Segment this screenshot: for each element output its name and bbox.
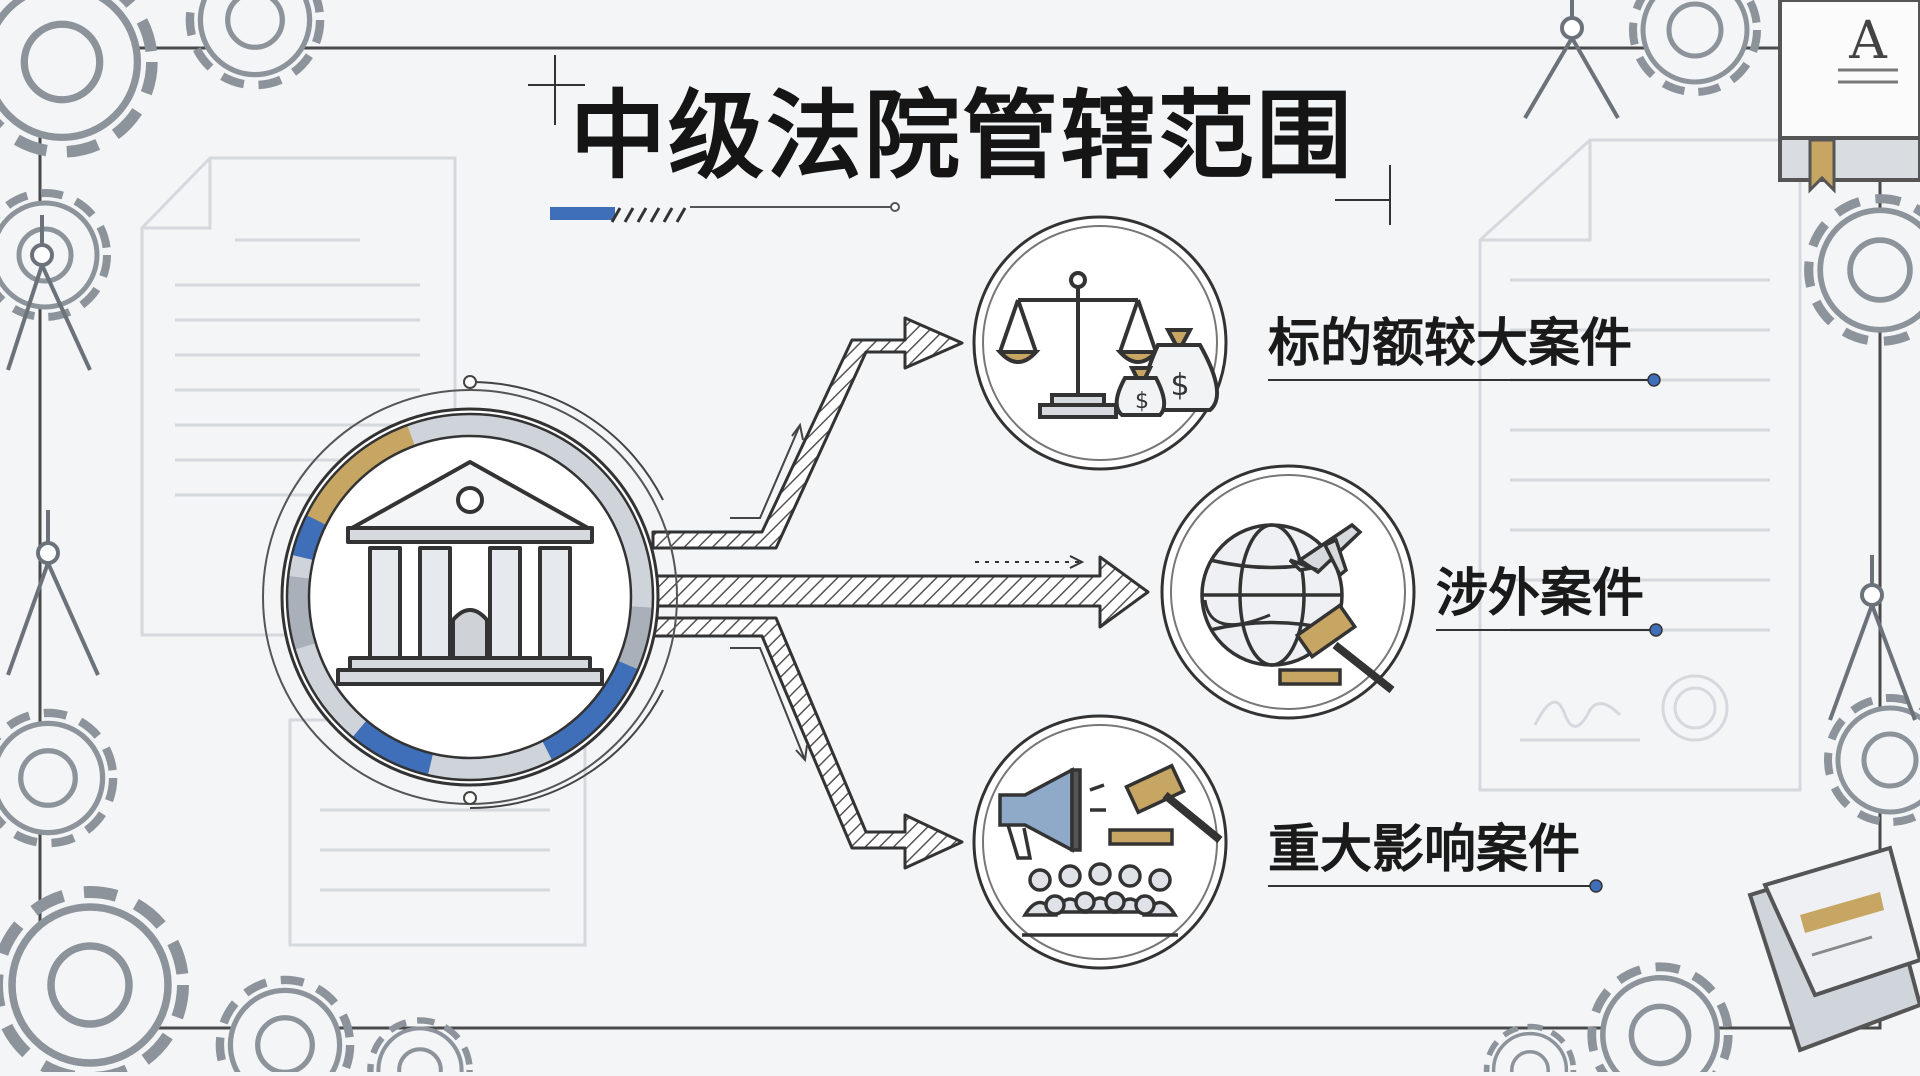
book-icon-top-right: A <box>1778 0 1920 194</box>
book-letter: A <box>1848 11 1888 71</box>
label-underline-2 <box>1436 623 1663 637</box>
compass-icon-left-top <box>6 215 92 371</box>
branch-label-major-influence: 重大影响案件 <box>1268 820 1581 880</box>
title-decoration <box>528 55 1391 225</box>
arrow-to-major-influence <box>651 616 964 870</box>
branch-label-foreign: 涉外案件 <box>1436 564 1645 624</box>
background-document-right <box>1478 138 1802 792</box>
scales-money-node: $ $ <box>972 215 1228 471</box>
courthouse-icon <box>336 460 604 686</box>
branch-label-large-amount: 标的额较大案件 <box>1268 314 1633 374</box>
globe-plane-gavel-node <box>1160 464 1416 720</box>
megaphone-gavel-crowd-icon <box>998 763 1223 937</box>
book-icon-bottom-right <box>1747 845 1920 1053</box>
compass-icon-top-right <box>1523 0 1620 120</box>
dollar-icon: $ <box>1170 368 1189 403</box>
page-title: 中级法院管辖范围 <box>570 80 1354 192</box>
scales-money-icon <box>995 271 1219 419</box>
arrow-guide-lines <box>730 422 808 763</box>
arrow-to-foreign <box>653 555 1150 629</box>
compass-icon-left-bottom <box>6 510 100 676</box>
label-underline-1 <box>1268 373 1661 387</box>
megaphone-gavel-crowd-node <box>972 714 1228 970</box>
globe-plane-gavel-icon <box>1200 522 1395 694</box>
frame-border <box>38 46 1882 1030</box>
arrow-to-large-amount <box>651 316 964 550</box>
label-underline-3 <box>1268 879 1603 893</box>
dollar-icon: $ <box>1135 389 1149 414</box>
compass-icon-right <box>1828 555 1917 721</box>
courthouse-node <box>262 375 678 810</box>
